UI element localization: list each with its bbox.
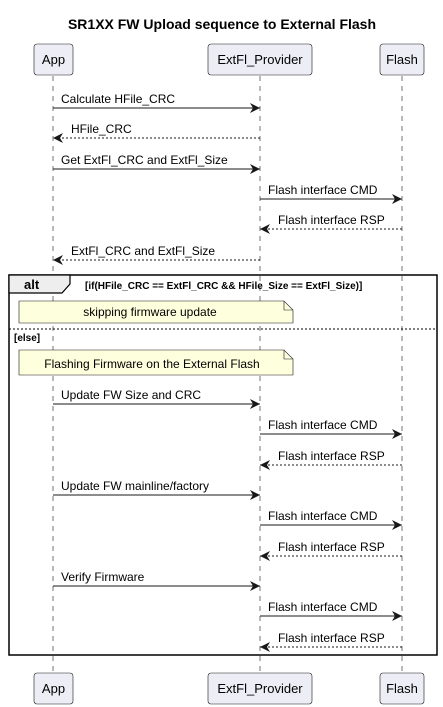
- message-label: Flash interface CMD: [268, 418, 378, 432]
- alt-keyword: alt: [24, 277, 40, 292]
- message-label: Flash interface CMD: [268, 183, 378, 197]
- message-label: Flash interface CMD: [268, 509, 378, 523]
- message: Flash interface CMD: [260, 183, 402, 204]
- note-skip-text: skipping firmware update: [83, 305, 217, 319]
- message: Flash interface RSP: [260, 213, 402, 234]
- message-label: Verify Firmware: [61, 570, 145, 584]
- participant-app-bottom: App: [33, 672, 74, 705]
- alt-frame: [8, 274, 438, 656]
- message-label: Flash interface RSP: [278, 631, 385, 645]
- message: Calculate HFile_CRC: [53, 92, 260, 113]
- participant-app-label: App: [42, 681, 65, 696]
- message: Flash interface CMD: [260, 509, 402, 530]
- message: HFile_CRC: [53, 122, 260, 143]
- message-label: Flash interface CMD: [268, 600, 378, 614]
- message-label: ExtFl_CRC and ExtFl_Size: [71, 244, 215, 258]
- message: Flash interface RSP: [260, 631, 402, 652]
- note-skip: skipping firmware update: [18, 300, 294, 324]
- alt-condition: [if(HFile_CRC == ExtFl_CRC && HFile_Size…: [85, 281, 362, 292]
- message-label: Calculate HFile_CRC: [61, 92, 175, 106]
- participant-app-top: App: [33, 43, 74, 76]
- message: Get ExtFl_CRC and ExtFl_Size: [53, 153, 260, 174]
- participant-flash-bottom: Flash: [379, 672, 425, 705]
- message: Update FW mainline/factory: [53, 479, 260, 500]
- alt-tab: [8, 274, 71, 294]
- alt-fragment: alt [if(HFile_CRC == ExtFl_CRC && HFile_…: [8, 274, 438, 656]
- message: Flash interface CMD: [260, 600, 402, 621]
- message-label: Get ExtFl_CRC and ExtFl_Size: [61, 153, 228, 167]
- message-label: HFile_CRC: [71, 122, 132, 136]
- participant-provider-label: ExtFl_Provider: [217, 52, 303, 67]
- note-flashing-text: Flashing Firmware on the External Flash: [44, 357, 259, 371]
- note-flashing: Flashing Firmware on the External Flash: [18, 349, 294, 376]
- message-label: Flash interface RSP: [278, 213, 385, 227]
- diagram-title: SR1XX FW Upload sequence to External Fla…: [68, 16, 376, 32]
- message: Verify Firmware: [53, 570, 260, 591]
- messages: Calculate HFile_CRC HFile_CRC Get ExtFl_CR…: [53, 92, 402, 652]
- message-label: Update FW Size and CRC: [61, 388, 201, 402]
- message: Flash interface RSP: [260, 540, 402, 561]
- participant-provider-bottom: ExtFl_Provider: [207, 672, 313, 705]
- message-label: Flash interface RSP: [278, 540, 385, 554]
- message: Flash interface RSP: [260, 449, 402, 470]
- participant-flash-top: Flash: [379, 43, 425, 76]
- else-label: [else]: [14, 333, 40, 344]
- message-label: Update FW mainline/factory: [61, 479, 209, 493]
- participant-flash-label: Flash: [386, 681, 418, 696]
- participant-app-label: App: [42, 52, 65, 67]
- message: ExtFl_CRC and ExtFl_Size: [53, 244, 260, 265]
- message: Update FW Size and CRC: [53, 388, 260, 409]
- message-label: Flash interface RSP: [278, 449, 385, 463]
- participant-provider-top: ExtFl_Provider: [207, 43, 313, 76]
- message: Flash interface CMD: [260, 418, 402, 439]
- participant-provider-label: ExtFl_Provider: [217, 681, 303, 696]
- participant-flash-label: Flash: [386, 52, 418, 67]
